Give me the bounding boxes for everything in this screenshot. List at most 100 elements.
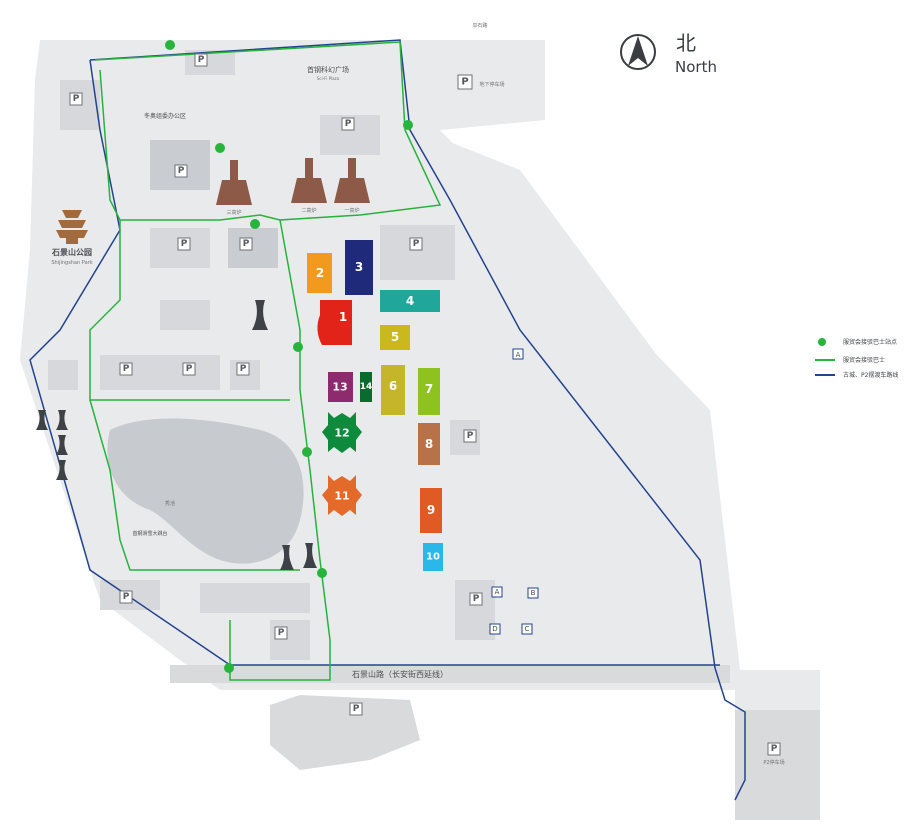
legend-item-blue: 古城、P2摆渡车路线 [815,371,898,379]
compass-label-en: North [675,58,717,76]
parking-icon[interactable] [409,237,423,251]
parking-icon[interactable] [69,92,83,106]
parking-p: P [123,364,130,374]
hall-8-label: 8 [425,437,433,451]
park-name: 石景山公园 [51,247,92,257]
hall-5[interactable] [380,325,410,350]
blue-route [29,39,746,801]
compass-icon [620,34,656,70]
parking-p: P [473,594,480,604]
parking-p: P [240,364,247,374]
parking-icon[interactable] [469,592,483,606]
hall-1-label: 1 [339,310,347,324]
station-letter: D [492,625,497,633]
station-letter: A [495,588,500,596]
park-name-en: Shijingshan Park [51,260,92,266]
hall-12[interactable] [322,412,362,453]
hall-6[interactable] [381,365,405,415]
parking-p2-label: P2停车场 [763,759,784,766]
hall-5-label: 5 [391,330,399,344]
hall-8[interactable] [418,423,440,465]
legend-item-stop: 服贸会接驳巴士站点 [818,338,897,346]
parking-p: P [467,431,474,441]
parking-icon[interactable] [174,164,188,178]
hall-10[interactable] [423,543,443,571]
underground-parking-label: 地下停车场 [479,81,504,88]
parking-icon[interactable] [463,429,477,443]
furnace-1-label: 一高炉 [344,207,359,214]
hall-13[interactable] [328,372,353,402]
parking-p: P [345,119,352,129]
bus-stops [165,40,413,673]
lake-label: 秀池 [165,500,175,507]
parking-icon[interactable] [767,742,781,756]
legend: 服贸会接驳巴士站点 服贸会接驳巴士 古城、P2摆渡车路线 [815,338,898,379]
parking-icon[interactable] [239,237,253,251]
exhibition-halls: 2 3 4 1 5 13 14 6 7 12 8 11 9 10 [307,240,443,571]
legend-item-green: 服贸会接驳巴士 [815,356,885,364]
hall-11-label: 11 [334,490,349,503]
parking-p: P [186,364,193,374]
parking-icon[interactable] [349,702,363,716]
hall-7[interactable] [418,368,440,415]
parking-icon[interactable] [341,117,355,131]
hall-3-label: 3 [355,260,363,274]
hall-2[interactable] [307,253,332,293]
compass: 北 North [620,31,717,76]
parking-icon[interactable] [457,74,473,90]
legend-label: 服贸会接驳巴士站点 [843,338,897,346]
hall-11[interactable] [322,475,362,516]
hall-4-label: 4 [406,294,414,308]
parking-icon[interactable] [274,626,288,640]
station-letter: B [531,589,536,597]
parking-p: P [243,239,250,249]
parking-icon[interactable] [177,237,191,251]
legend-label: 服贸会接驳巴士 [843,356,885,364]
square-name: 首钢科幻广场 [307,65,349,74]
parking-p: P [413,239,420,249]
parking-icon[interactable] [236,362,250,376]
hall-1[interactable] [317,300,352,345]
parking-icon[interactable] [119,362,133,376]
parking-p: P [178,166,185,176]
parking-icon[interactable] [194,53,208,67]
square-name-en: Sci-Fi Plaza [317,76,340,81]
west-road-label: 阜石路 [472,22,487,29]
parking-p: P [353,704,360,714]
hall-6-label: 6 [389,379,397,393]
furnace-3-label: 三高炉 [226,209,241,216]
parking-p: P [73,94,80,104]
parking-p: P [198,55,205,65]
parking-p: P [771,744,778,754]
parking-icon[interactable] [182,362,196,376]
main-road-label: 石景山路（长安街西延线） [352,669,448,679]
blast-furnaces [216,158,370,205]
hall-9-label: 9 [427,503,435,517]
pagoda-icon [56,210,88,244]
hall-10-label: 10 [426,552,440,563]
ski-label: 首钢滑雪大跳台 [132,530,167,537]
place-labels: 石景山公园 Shijingshan Park 首钢科幻广场 Sci-Fi Pla… [51,22,785,766]
hall-7-label: 7 [425,382,433,396]
compass-arrow-icon [628,36,648,66]
green-route [89,41,442,681]
office-name: 冬奥组委办公区 [144,112,186,120]
parking-p: P [181,239,188,249]
station-markers: A B C D A [489,348,539,635]
hall-3[interactable] [345,240,373,295]
legend-label: 古城、P2摆渡车路线 [843,371,898,379]
furnace-2-label: 二高炉 [301,207,316,214]
hall-9[interactable] [420,488,442,533]
cooling-towers [36,300,317,570]
parking-p: P [461,77,468,88]
parking-icon[interactable] [119,590,133,604]
hall-14-label: 14 [360,382,373,392]
hall-4[interactable] [380,290,440,312]
stop-marker-icon [818,338,826,346]
compass-label-cn: 北 [676,31,696,55]
hall-14[interactable] [360,372,372,402]
station-letter: A [516,351,521,359]
parking-p: P [278,628,285,638]
hall-13-label: 13 [332,381,347,394]
